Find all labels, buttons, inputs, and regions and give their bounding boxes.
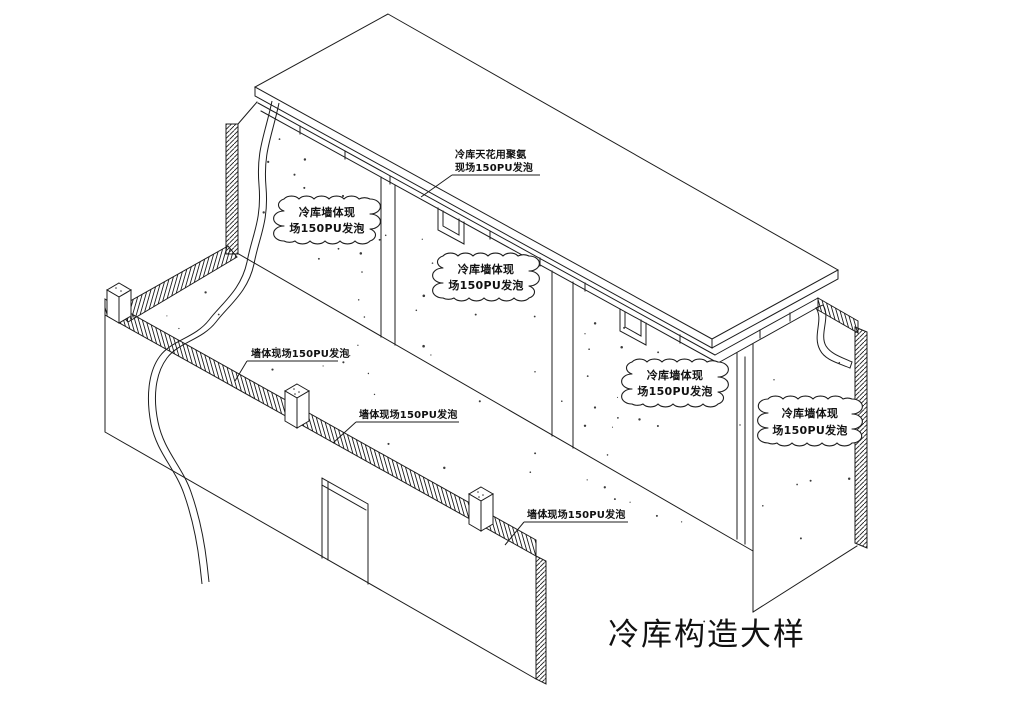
revision-cloud: 冷库墙体现 场150PU发泡 (621, 358, 729, 408)
leader-label: 墙体现场150PU发泡 (234, 347, 350, 382)
ceiling-callout-line1: 冷库天花用聚氨 (455, 148, 526, 161)
right-wall-speckles (762, 361, 851, 540)
break-line-curve (147, 100, 280, 585)
wall-column (551, 270, 574, 449)
door-reveal-lines (321, 481, 367, 561)
door-opening (321, 477, 369, 585)
right-wall (752, 297, 868, 613)
back-wall-base-line (236, 252, 754, 552)
leader-label-text: 墙体现场150PU发泡 (527, 508, 626, 521)
cloud-label-line2: 场150PU发泡 (289, 221, 364, 235)
ceiling-callout-leader-line (420, 174, 540, 198)
revision-cloud: 冷库墙体现 场150PU发泡 (757, 395, 863, 447)
revision-cloud: 冷库墙体现 场150PU发泡 (273, 195, 381, 245)
front-wall-end-hatch (535, 555, 547, 685)
cloud-label-line1: 冷库墙体现 (782, 406, 839, 420)
cloud-label-line2: 场150PU发泡 (448, 278, 523, 292)
corner-posts (106, 282, 494, 532)
cloud-outline (621, 358, 729, 408)
post (284, 383, 310, 429)
post (106, 282, 132, 324)
front-wall (104, 298, 547, 685)
floor-speckles (166, 291, 706, 623)
cloud-label-line1: 冷库墙体现 (299, 205, 356, 219)
cloud-label-line1: 冷库墙体现 (458, 262, 515, 276)
ceiling-panel-edge (237, 101, 821, 364)
break-line-inner (154, 102, 280, 583)
wall-column (736, 352, 746, 545)
leader-line (332, 421, 459, 444)
cloud-label-line1: 冷库墙体现 (647, 368, 704, 382)
leader-line (234, 360, 338, 382)
cloud-outline (432, 252, 540, 302)
revision-cloud: 冷库墙体现 场150PU发泡 (432, 252, 540, 302)
roof-slab (253, 13, 840, 349)
cloud-outline (757, 395, 863, 447)
cloud-label-line2: 场150PU发泡 (637, 384, 712, 398)
foam-hook-curve (815, 304, 853, 369)
ceiling-callout: 冷库天花用聚氨 现场150PU发泡 (420, 148, 540, 198)
drawing-title: 冷库构造大样 (608, 617, 806, 653)
right-wall-top-hatch-band (817, 297, 859, 334)
leader-label-text: 墙体现场150PU发泡 (251, 347, 350, 360)
right-wall-bottom-edge (752, 545, 858, 613)
front-wall-face-outline (104, 314, 537, 680)
break-line-outer (147, 100, 273, 585)
leader-label: 墙体现场150PU发泡 (332, 408, 459, 444)
cloud-outline (273, 195, 381, 245)
left-wall-top-hatch-band (115, 245, 238, 323)
leader-label-text: 墙体现场150PU发泡 (359, 408, 458, 421)
post (468, 486, 494, 532)
roof-top-face (253, 13, 840, 340)
revision-clouds: 冷库墙体现 场150PU发泡 冷库墙体现 场150PU发泡 冷库墙体现 场150… (273, 195, 863, 447)
wall-column (380, 176, 396, 346)
hanger-bracket-icon (437, 207, 465, 245)
leader-line (504, 521, 628, 546)
cloud-label-line2: 场150PU发泡 (772, 423, 847, 437)
ceiling-callout-line2: 现场150PU发泡 (455, 161, 533, 174)
ceiling-band-ticks (299, 125, 791, 344)
left-wall (115, 245, 238, 323)
hanger-bracket-icon (619, 308, 647, 346)
back-wall-left-edge-hatch (225, 123, 239, 255)
leader-label: 墙体现场150PU发泡 (504, 508, 628, 546)
roof-thickness-edge (254, 86, 839, 349)
